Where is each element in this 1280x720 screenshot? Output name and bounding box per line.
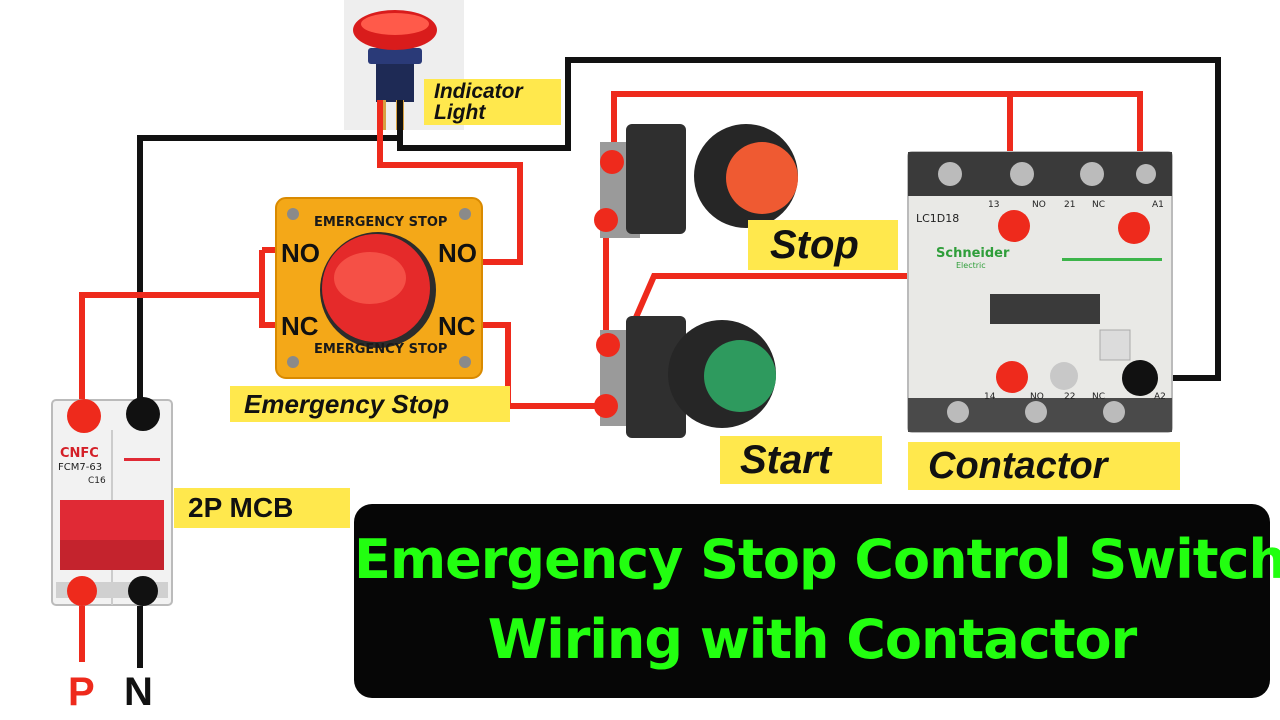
indicator-label-line2: Light: [434, 101, 486, 124]
emergency-stop-panel: [275, 197, 483, 379]
mcb-model: FCM7-63: [58, 462, 103, 473]
contactor-body: [907, 151, 1173, 433]
contactor-14-terminal: [996, 361, 1028, 393]
es-left-nc: NC: [281, 311, 319, 341]
mcb-breaker: [51, 399, 173, 606]
terminal-dots: [67, 150, 1158, 606]
mcb-phase-bottom-terminal: [67, 576, 97, 606]
es-left-no: NO: [281, 238, 320, 268]
ct-bottom-22: 22: [1064, 392, 1076, 402]
ct-top-nc: NC: [1092, 200, 1106, 210]
stop-label: Stop: [748, 220, 898, 270]
es-top-text: EMERGENCY STOP: [314, 215, 448, 230]
indicator-light-label: Indicator Light: [424, 79, 561, 125]
mcb-brand: CNFC: [60, 446, 99, 461]
es-bottom-text: EMERGENCY STOP: [314, 342, 448, 357]
mcb-neutral-bottom-terminal: [128, 576, 158, 606]
neutral-terminal-label: N: [124, 670, 153, 714]
ct-bottom-a2: A2: [1154, 392, 1166, 402]
ct-top-21: 21: [1064, 200, 1076, 210]
stop-bottom-terminal: [594, 208, 618, 232]
emergency-stop-label: Emergency Stop: [230, 386, 510, 422]
mcb-neutral-top-terminal: [126, 397, 160, 431]
ct-top-13: 13: [988, 200, 1000, 210]
contactor-13-terminal: [998, 210, 1030, 242]
stop-push-button: [600, 124, 798, 238]
ct-top-no: NO: [1032, 200, 1046, 210]
start-bottom-terminal: [594, 394, 618, 418]
title-line-2: Wiring with Contactor: [487, 608, 1138, 671]
es-right-no: NO: [438, 238, 477, 268]
ct-bottom-no: NO: [1030, 392, 1044, 402]
mcb-phase-top-terminal: [67, 399, 101, 433]
ct-bottom-nc: NC: [1092, 392, 1106, 402]
mcb-label: 2P MCB: [174, 488, 350, 528]
start-push-button: [600, 316, 776, 438]
es-right-nc: NC: [438, 311, 476, 341]
indicator-label-line1: Indicator: [434, 80, 523, 103]
ct-bottom-14: 14: [984, 392, 996, 402]
contactor-a1-terminal: [1118, 212, 1150, 244]
title-line-1: Emergency Stop Control Switch: [354, 528, 1280, 591]
contactor-a2-terminal: [1122, 360, 1158, 396]
phase-terminal-label: P: [68, 670, 95, 714]
contactor-brand-sub: Electric: [956, 261, 986, 270]
contactor-brand: Schneider: [936, 246, 1010, 261]
stop-top-terminal: [600, 150, 624, 174]
start-label: Start: [720, 436, 882, 484]
contactor-label: Contactor: [908, 442, 1180, 490]
contactor-model: LC1D18: [916, 212, 960, 225]
title-banner: Emergency Stop Control Switch Wiring wit…: [354, 504, 1280, 698]
start-top-terminal: [596, 333, 620, 357]
mcb-rating: C16: [88, 476, 106, 486]
ct-top-a1: A1: [1152, 200, 1164, 210]
